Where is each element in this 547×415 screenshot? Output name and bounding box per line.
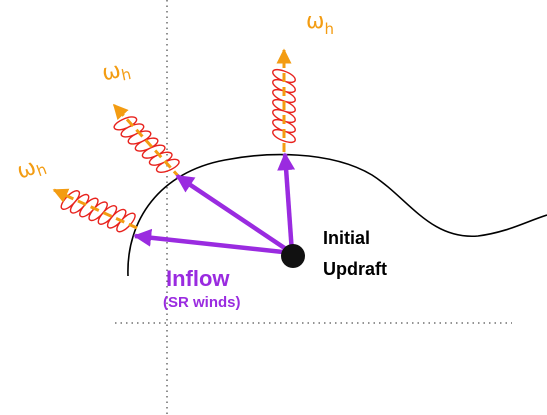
inflow-arrow-top xyxy=(277,152,296,254)
vorticity-vector-left xyxy=(52,188,138,230)
omega-label-upper-left: ωh xyxy=(100,56,133,88)
vorticity-vector-upper-left xyxy=(112,103,182,180)
updraft-dot xyxy=(281,244,305,268)
svg-text:ωh: ωh xyxy=(306,9,334,38)
omega-symbol: ω xyxy=(100,58,123,86)
omega-label-left: ωh xyxy=(14,152,50,187)
omega-label-top: ωh xyxy=(306,9,334,38)
svg-text:ωh: ωh xyxy=(14,152,50,187)
updraft-label-line2: Updraft xyxy=(323,259,387,279)
updraft-label-line1: Initial xyxy=(323,228,370,248)
omega-subscript: h xyxy=(120,65,133,85)
inflow-label: Inflow xyxy=(166,266,230,291)
inflow-arrow-upper-left xyxy=(175,174,294,255)
sr-winds-label: (SR winds) xyxy=(163,294,241,311)
helix-coil xyxy=(113,116,180,173)
omega-subscript: h xyxy=(324,20,334,38)
svg-text:ωh: ωh xyxy=(100,56,133,88)
omega-symbol: ω xyxy=(306,9,324,34)
vorticity-helix-upper-left xyxy=(113,116,180,173)
inflow-arrow-left xyxy=(133,228,293,256)
storm-outline xyxy=(127,153,547,277)
